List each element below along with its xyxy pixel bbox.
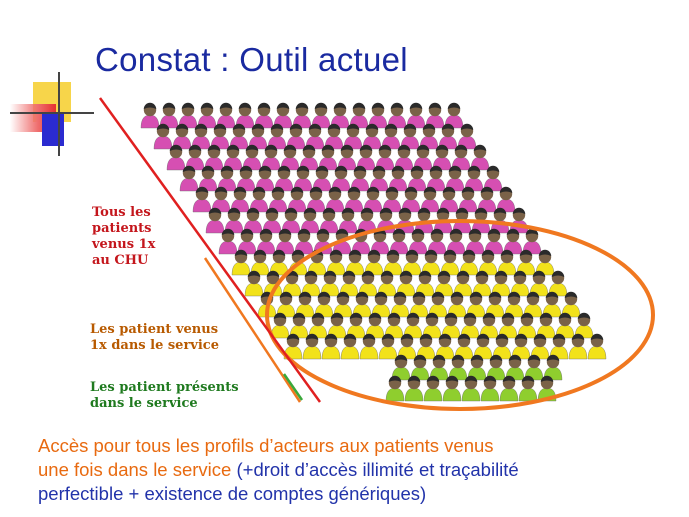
patient-figure	[205, 207, 225, 234]
patient-figure	[368, 102, 388, 129]
patient-figure	[359, 333, 379, 360]
patient-figure	[358, 270, 378, 297]
patient-figure	[140, 102, 160, 129]
patient-figure	[166, 144, 186, 171]
patient-figure	[153, 123, 173, 150]
patient-figure	[458, 186, 478, 213]
patient-figure	[256, 228, 276, 255]
patient-figure	[388, 165, 408, 192]
patient-figure	[423, 375, 443, 402]
patient-figure	[480, 375, 500, 402]
label-all-patients: Tous les patients venus 1x au CHU	[92, 205, 156, 268]
patient-figure	[231, 249, 251, 276]
patient-figure	[442, 375, 462, 402]
patient-figure	[461, 375, 481, 402]
decor-horizontal-line	[10, 112, 94, 114]
patient-figure	[340, 333, 360, 360]
patient-figure	[250, 249, 270, 276]
conclusion-line-1: Accès pour tous les profils d’acteurs au…	[38, 435, 494, 456]
patient-figure	[574, 312, 594, 339]
patient-figure	[499, 375, 519, 402]
patient-figure	[415, 270, 435, 297]
all-patients-line	[98, 97, 322, 403]
conclusion-text: Accès pour tous les profils d’acteurs au…	[38, 434, 678, 506]
patient-figure	[496, 186, 516, 213]
present-patients-line	[282, 373, 304, 401]
patient-figure	[179, 165, 199, 192]
conclusion-line-2-note: (+droit d’accès illimité et traçabilité	[231, 459, 519, 480]
patient-figure	[517, 312, 537, 339]
patient-figure	[401, 186, 421, 213]
patient-figure	[192, 186, 212, 213]
patient-figure	[364, 249, 384, 276]
patient-figure	[218, 228, 238, 255]
patient-figure	[516, 249, 536, 276]
patient-figure	[478, 249, 498, 276]
patient-figure	[498, 312, 518, 339]
patient-figure	[385, 375, 405, 402]
patient-figure	[420, 186, 440, 213]
patient-figure	[410, 354, 430, 381]
patient-figure	[457, 123, 477, 150]
patient-figure	[270, 312, 290, 339]
patient-figure	[294, 228, 314, 255]
patient-figure	[568, 333, 588, 360]
patient-figure	[404, 375, 424, 402]
patient-figure	[159, 102, 179, 129]
patient-figure	[302, 333, 322, 360]
label-service-patients: Les patient venus 1x dans le service	[90, 322, 219, 353]
patient-figure	[244, 270, 264, 297]
patient-figure	[409, 291, 429, 318]
patient-figure	[331, 165, 351, 192]
patient-figure	[299, 144, 319, 171]
service-patients-line	[203, 257, 302, 403]
patient-figure	[529, 270, 549, 297]
patient-figure	[378, 333, 398, 360]
patient-figure	[472, 270, 492, 297]
patient-figure	[235, 102, 255, 129]
patient-figure	[356, 144, 376, 171]
patient-figure	[441, 312, 461, 339]
patient-figure	[524, 354, 544, 381]
patient-figure	[321, 333, 341, 360]
patient-figure	[320, 270, 340, 297]
patient-figure	[518, 375, 538, 402]
service-patients-ellipse	[265, 219, 655, 411]
patient-figure	[432, 144, 452, 171]
slide-title: Constat : Outil actuel	[95, 41, 408, 78]
label-present-patients: Les patient présents dans le service	[90, 380, 239, 411]
conclusion-line-3: perfectible + existence de comptes génér…	[38, 483, 427, 504]
patient-figure	[587, 333, 607, 360]
patient-figure	[295, 291, 315, 318]
patient-figure	[248, 123, 268, 150]
patient-figure	[497, 249, 517, 276]
patient-figure	[505, 354, 525, 381]
patient-figure	[483, 165, 503, 192]
patient-figure	[511, 333, 531, 360]
patient-figure	[370, 228, 390, 255]
patient-figure	[561, 291, 581, 318]
patient-figure	[280, 144, 300, 171]
conclusion-line-2-highlight: une fois dans le service	[38, 459, 232, 480]
patient-figure	[337, 144, 357, 171]
patient-figure	[447, 291, 467, 318]
patient-figure	[491, 270, 511, 297]
decor-vertical-line	[58, 72, 60, 156]
patient-figure	[287, 186, 307, 213]
patient-figure	[274, 165, 294, 192]
